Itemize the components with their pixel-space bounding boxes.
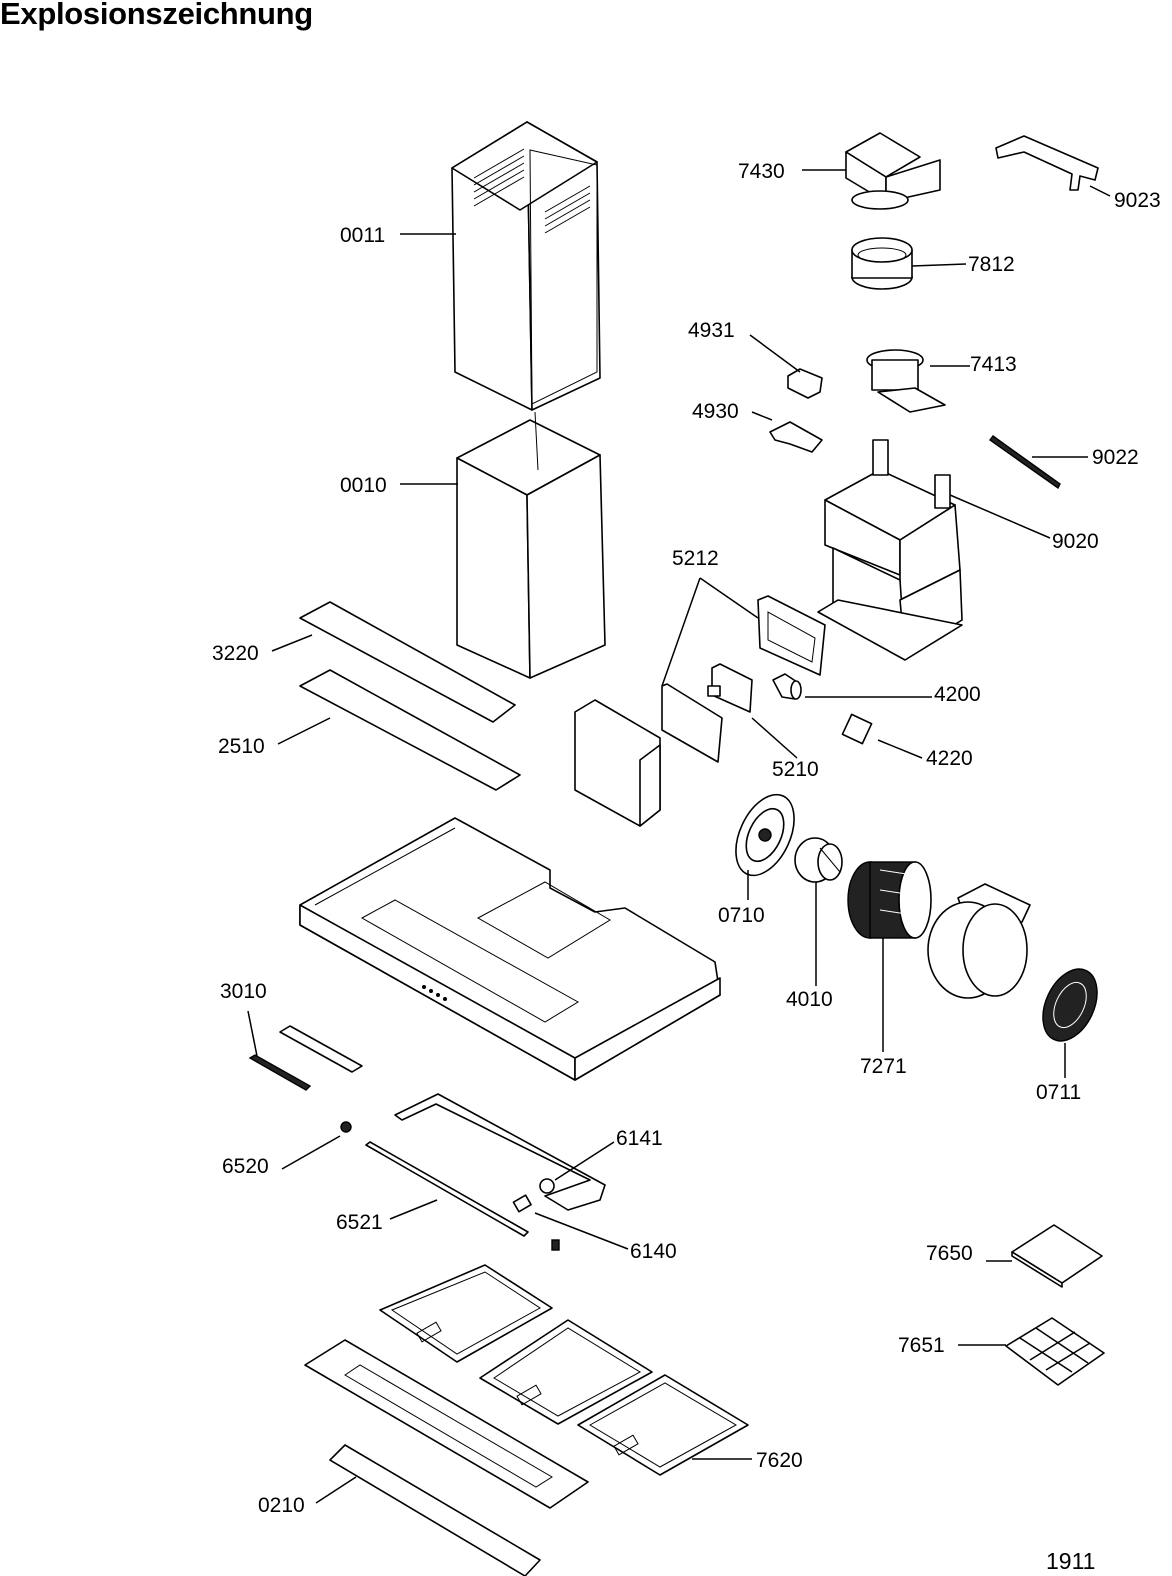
callout-3220: 3220 (212, 642, 259, 665)
part-0011-upper-chimney[interactable] (451, 121, 601, 411)
part-4200-capacitor[interactable] (772, 673, 802, 700)
callout-5210: 5210 (772, 758, 819, 781)
page-title: Explosionszeichnung (0, 0, 313, 31)
part-0711-inlet-ring[interactable] (1032, 960, 1108, 1049)
part-9022-rail[interactable] (989, 435, 1061, 490)
part-4930-terminal-bracket[interactable] (769, 421, 823, 453)
part-3010-switch[interactable] (248, 1054, 312, 1091)
part-6140-lamp[interactable] (512, 1194, 532, 1213)
part-5210-circuit-board[interactable] (661, 663, 753, 763)
callout-2510: 2510 (218, 735, 265, 758)
part-7271-fan-wheel[interactable] (847, 861, 932, 939)
callout-0210: 0210 (258, 1494, 305, 1517)
part-side-cover[interactable] (574, 699, 661, 827)
callout-4220: 4220 (926, 747, 973, 770)
callout-4010: 4010 (786, 988, 833, 1011)
callout-0010: 0010 (340, 474, 387, 497)
callout-7651: 7651 (898, 1334, 945, 1357)
part-9023-bracket[interactable] (995, 135, 1099, 191)
part-3220-panel[interactable] (299, 601, 516, 723)
part-0710-inlet-ring[interactable] (724, 785, 806, 884)
callout-9022: 9022 (1092, 446, 1139, 469)
part-4931-cover[interactable] (787, 368, 823, 399)
part-lamp-frame[interactable] (394, 1093, 606, 1211)
callout-7413: 7413 (970, 353, 1017, 376)
part-4010-motor[interactable] (794, 837, 843, 883)
callout-4200: 4200 (934, 683, 981, 706)
callout-0711: 0711 (1036, 1081, 1081, 1104)
part-7620-grease-filter-3[interactable] (577, 1374, 749, 1476)
part-4220-connector[interactable] (841, 713, 873, 745)
callout-4931: 4931 (688, 319, 735, 342)
callout-7271: 7271 (860, 1055, 907, 1078)
callout-6521: 6521 (336, 1211, 383, 1234)
page-number: 1911 (1046, 1548, 1096, 1574)
part-2510-panel[interactable] (299, 669, 521, 791)
callout-0710: 0710 (718, 904, 765, 927)
part-7413-flap[interactable] (866, 349, 946, 413)
callout-7650: 7650 (926, 1242, 973, 1265)
callout-6520: 6520 (222, 1155, 269, 1178)
part-7651-filter-holder[interactable] (1005, 1317, 1105, 1386)
part-lower-trim[interactable] (304, 1339, 589, 1509)
part-fan-housing[interactable] (927, 883, 1031, 999)
part-7650-carbon-filter[interactable] (1011, 1224, 1103, 1288)
callout-5212: 5212 (672, 547, 719, 570)
callout-7620: 7620 (756, 1449, 803, 1472)
callout-4930: 4930 (692, 400, 739, 423)
part-switch-bracket[interactable] (279, 1025, 363, 1073)
callout-6140: 6140 (630, 1240, 677, 1263)
callout-0011: 0011 (340, 224, 385, 247)
part-6141-lamp-socket[interactable] (539, 1178, 555, 1194)
callout-7812: 7812 (968, 253, 1015, 276)
part-6521-light-rod[interactable] (365, 1141, 529, 1237)
callout-3010: 3010 (220, 980, 267, 1003)
callout-6141: 6141 (616, 1127, 663, 1150)
part-7430-air-deflector[interactable] (845, 132, 941, 210)
part-0010-lower-chimney[interactable] (456, 411, 606, 679)
part-7812-duct-ring[interactable] (851, 237, 913, 290)
part-6520-knob[interactable] (340, 1121, 352, 1133)
part-5212-electronics-box[interactable] (757, 595, 826, 676)
callout-9020: 9020 (1052, 530, 1099, 553)
part-hood-body[interactable] (299, 817, 721, 1081)
callout-7430: 7430 (738, 160, 785, 183)
part-9020-motor-frame[interactable] (817, 439, 963, 661)
part-0210-trim-strip[interactable] (329, 1444, 541, 1576)
part-7620-grease-filter-1[interactable] (379, 1264, 553, 1363)
part-clip[interactable] (551, 1239, 560, 1251)
part-7620-grease-filter-2[interactable] (479, 1319, 653, 1425)
callout-9023: 9023 (1114, 189, 1161, 212)
